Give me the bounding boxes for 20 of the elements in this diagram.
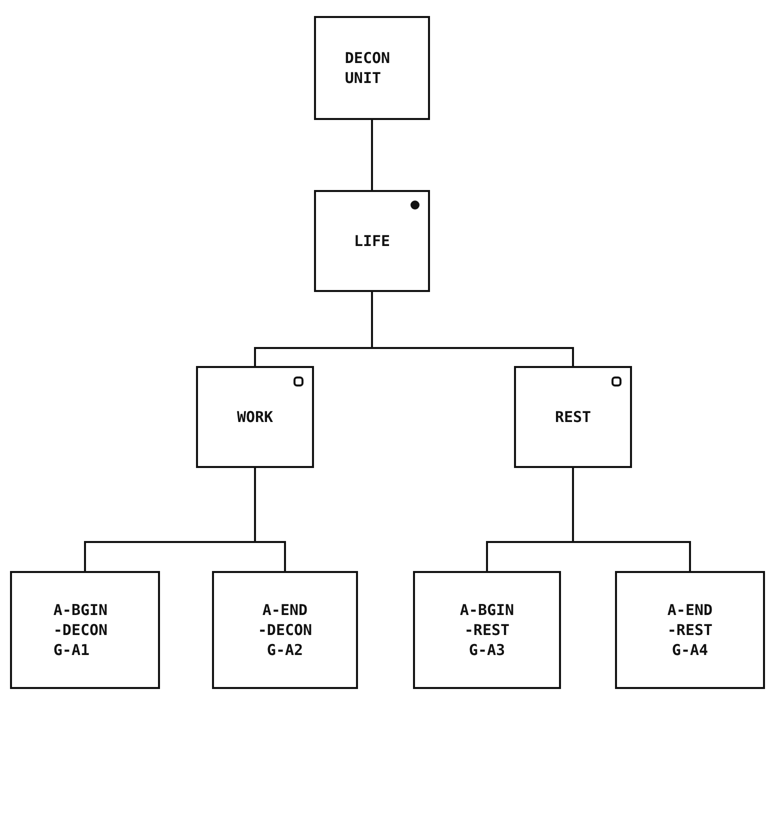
connector-line	[371, 120, 373, 190]
box-label: REST	[554, 406, 592, 428]
process-box	[196, 366, 314, 468]
process-box	[314, 16, 430, 120]
process-box	[615, 571, 765, 689]
process-box	[212, 571, 358, 689]
process-box	[314, 190, 430, 292]
box-label: LIFE	[354, 230, 390, 252]
connector-line	[371, 292, 574, 366]
box-label: DECON UNIT	[344, 48, 392, 88]
box-label: A-BGIN -DECON G-A1	[53, 600, 109, 660]
box-label: WORK	[236, 406, 274, 428]
box-label: A-END -DECON G-A2	[256, 600, 314, 660]
box-label: A-BGIN -REST G-A3	[458, 600, 516, 660]
process-box	[514, 366, 632, 468]
process-box	[413, 571, 561, 689]
connector-line	[254, 468, 286, 571]
process-box	[10, 571, 160, 689]
box-label: A-END -REST G-A4	[666, 600, 714, 660]
connector-line	[572, 468, 691, 571]
